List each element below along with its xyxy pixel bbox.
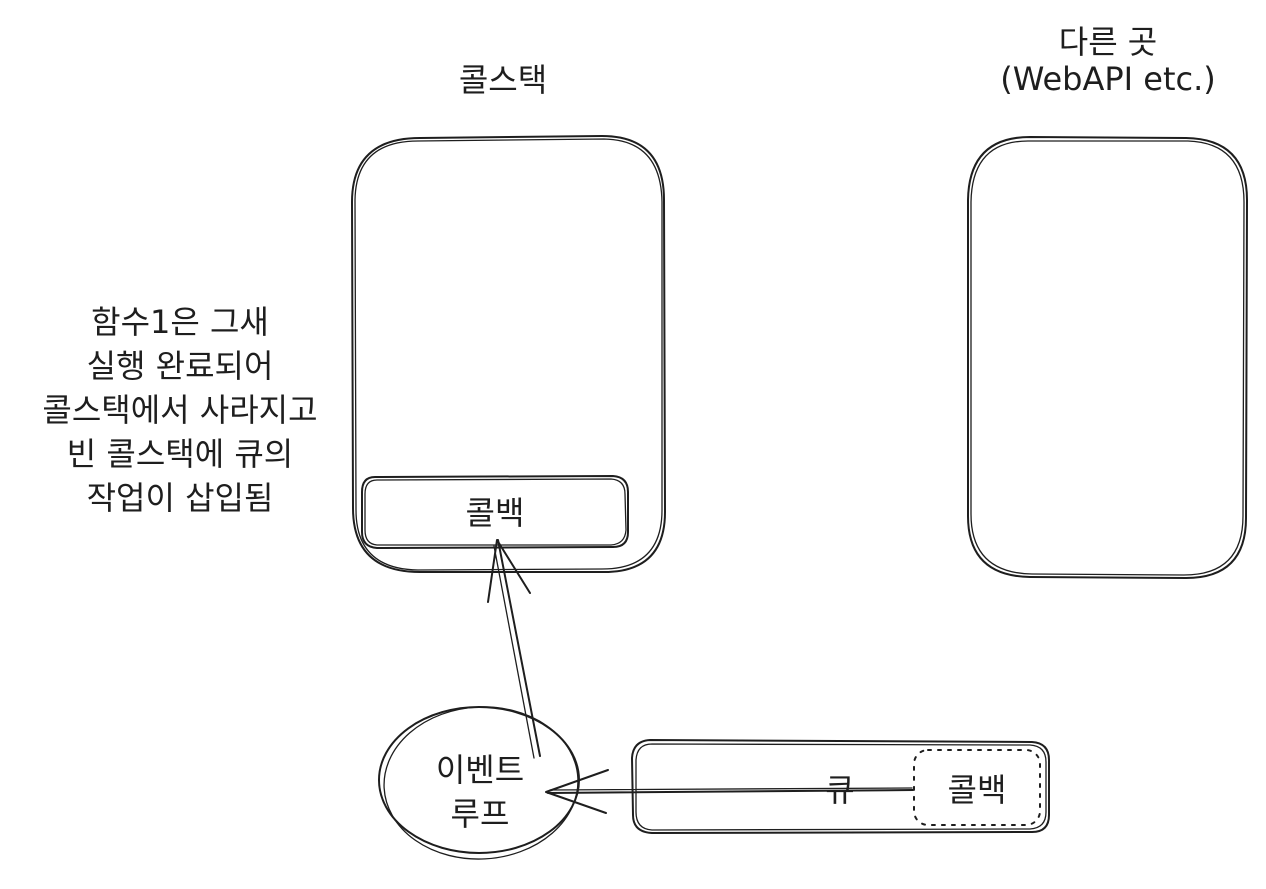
callstack-callback-label: 콜백: [465, 494, 525, 532]
eventloop-to-callstack-arrow: [487, 539, 541, 759]
callstack-box[interactable]: [351, 135, 666, 573]
callstack-title: 콜스택: [458, 61, 548, 99]
annotation-text: 함수1은 그새 실행 완료되어 콜스택에서 사라지고 빈 콜스택에 큐의 작업이…: [42, 303, 318, 517]
queue-to-eventloop-arrow: [545, 769, 914, 814]
queue-callback-label: 콜백: [947, 771, 1007, 809]
webapi-title: 다른 곳 (WebAPI etc.): [1000, 23, 1216, 98]
event-loop-label: 이벤트 루프: [435, 751, 525, 833]
webapi-box[interactable]: [967, 136, 1248, 579]
queue-box[interactable]: [631, 739, 1050, 834]
queue-label: 큐: [825, 771, 855, 809]
queue-callback-box[interactable]: [913, 749, 1041, 826]
callstack-callback-box[interactable]: [361, 475, 629, 549]
